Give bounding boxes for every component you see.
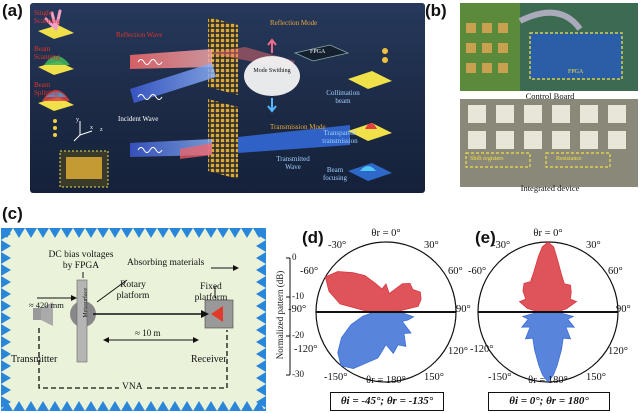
label-10m: ≈ 10 m — [135, 328, 161, 338]
label-transmission-mode: Transmission Mode — [270, 123, 326, 131]
polar-e-p30: 30° — [586, 240, 601, 251]
polar-d-p30: 30° — [424, 240, 439, 251]
label-resistance: Resistance — [556, 156, 582, 162]
polar-e-caption: θi = 0°; θr = 180° — [488, 392, 610, 411]
label-metasurface: Metasurface — [83, 288, 89, 318]
polar-series-0 — [324, 271, 422, 313]
label-incident-wave: Incident Wave — [118, 115, 159, 123]
metasurface-bottom — [208, 99, 238, 179]
caption-control-board: Control Board — [525, 91, 575, 101]
polar-e-m120: -120° — [470, 344, 494, 355]
polar-d-p90: 90° — [456, 304, 471, 315]
label-receiver: Receiver — [191, 354, 227, 365]
polar-series-1 — [520, 311, 576, 383]
label-absorbing-materials: Absorbing materials — [127, 258, 205, 268]
panel-a-graphics — [38, 9, 392, 188]
label-transmitter: Transmitter — [11, 354, 58, 365]
scale-tick-30: -30 — [292, 369, 304, 379]
label-dc-bias: DC bias voltages by FPGA — [48, 250, 114, 271]
polar-d-top-label: θr = 0° — [371, 228, 401, 239]
label-mode-switching: Mode Swithing — [253, 68, 291, 74]
panel-c-setup: DC bias voltages by FPGA Absorbing mater… — [1, 228, 266, 411]
label-fpga-a: FPGA — [310, 49, 326, 55]
scale-bar: 0 -10 -20 -30 Normalized pattern (dB) — [270, 252, 304, 382]
polar-e-p120: 120° — [608, 346, 628, 357]
polar-chart-d: θr = 0° θr = 180° -30° 30° -60° 60° -90°… — [288, 228, 471, 413]
polar-e-m30: -30° — [492, 240, 511, 251]
label-fixed-platform: Fixed platform — [194, 282, 228, 303]
panel-label-c: (c) — [2, 204, 23, 223]
polar-d-m60: -60° — [300, 266, 319, 277]
label-transmitted-wave: Transmitted Wave — [276, 155, 310, 171]
label-collimation-beam: Collimation beam — [326, 89, 360, 105]
panel-label-b: (b) — [425, 1, 447, 20]
label-fpga-b: FPGA — [568, 69, 584, 75]
polar-d-bottom-label: θr = 180° — [366, 375, 406, 386]
polar-d-p60: 60° — [448, 266, 463, 277]
label-vna: VNA — [119, 382, 146, 392]
axis-y: y — [76, 117, 79, 123]
scale-tick-10: -10 — [292, 291, 304, 301]
label-420mm: ≈ 420 mm — [29, 300, 64, 310]
label-shift-registers: Shift registers — [470, 156, 504, 162]
scale-tick-0: 0 — [292, 252, 297, 262]
panel-label-e: (e) — [475, 228, 496, 247]
beam-pattern-icons — [38, 9, 74, 137]
panel-label-d: (d) — [302, 228, 324, 247]
panel-c-graphics — [1, 228, 266, 411]
label-reflection-wave: Reflection Wave — [116, 31, 163, 39]
polar-e-p90: 90° — [616, 304, 631, 315]
polar-e-m150: -150° — [488, 372, 512, 383]
polar-svg-d — [315, 241, 457, 383]
polar-d-m30: -30° — [328, 240, 347, 251]
polar-d-m150: -150° — [324, 372, 348, 383]
panel-b-photos: FPGA Control Board Shift registers Resis… — [460, 3, 638, 193]
polar-d-caption: θi = -45°; θr = -135° — [330, 392, 444, 411]
label-reflection-mode: Reflection Mode — [270, 19, 318, 27]
scale-axis — [286, 257, 291, 376]
polar-d-m90: -90° — [288, 304, 307, 315]
axis-x: x — [90, 125, 93, 131]
polar-e-p150: 150° — [586, 372, 606, 383]
polar-chart-e: θr = 0° θr = 180° -30° 30° -60° 60° -120… — [468, 228, 640, 413]
polar-e-top-label: θr = 0° — [533, 228, 563, 239]
polar-svg-e — [477, 241, 619, 383]
panel-label-a: (a) — [2, 1, 23, 20]
scale-title: Normalized pattern (dB) — [275, 270, 285, 360]
polar-e-bottom-label: θr = 180° — [528, 375, 568, 386]
caption-integrated-device: Integrated device — [520, 183, 580, 193]
polar-d-m120: -120° — [294, 344, 318, 355]
label-transparent-transmission: Transparent transmission — [322, 129, 358, 145]
polar-e-m60: -60° — [468, 266, 487, 277]
polar-series-0 — [518, 241, 578, 313]
polar-e-p60: 60° — [608, 266, 623, 277]
label-beam-focusing: Beam focusing — [322, 166, 348, 182]
polar-d-p150: 150° — [424, 372, 444, 383]
label-rotary-platform: Rotary platform — [116, 280, 150, 301]
scale-tick-20: -20 — [292, 330, 304, 340]
axis-z: z — [100, 127, 103, 133]
polar-d-p120: 120° — [448, 346, 468, 357]
panel-b-graphics — [460, 3, 638, 187]
polar-series-1 — [337, 311, 415, 369]
